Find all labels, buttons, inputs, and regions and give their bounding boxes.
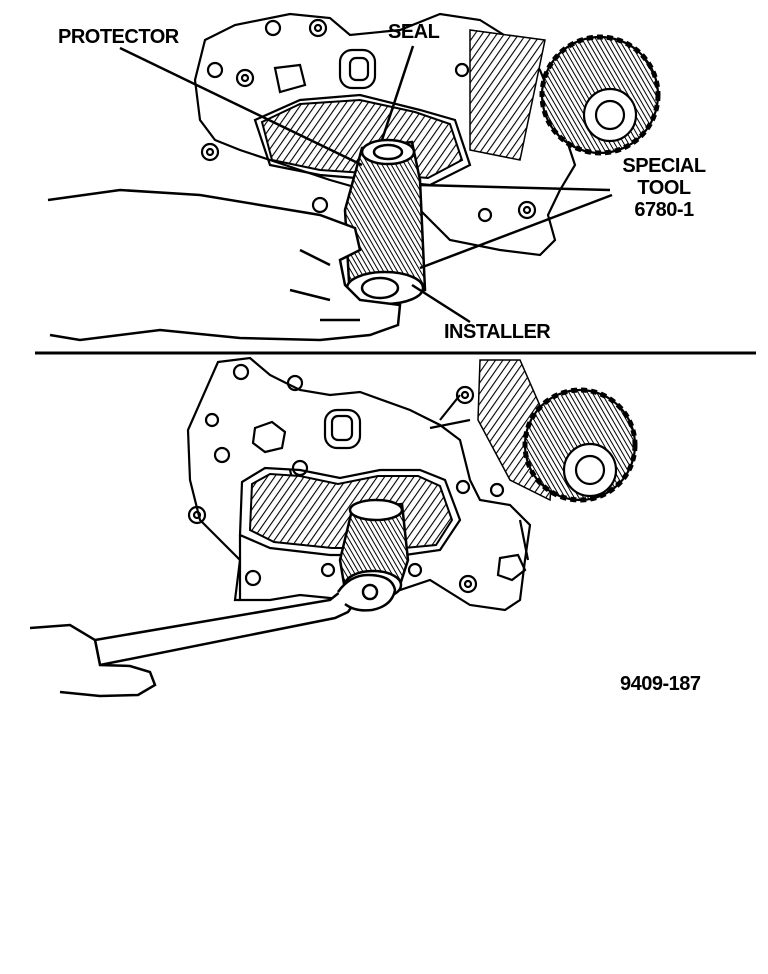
- protector-leader: [119, 46, 363, 167]
- label-protector: PROTECTOR: [58, 26, 179, 48]
- top-hand: [47, 188, 402, 342]
- top-leader-lines: [119, 45, 613, 324]
- seal-leader: [380, 45, 415, 141]
- top-sprocket-gear: [539, 34, 661, 156]
- label-special-tool-line2: TOOL: [637, 177, 691, 199]
- label-installer: INSTALLER: [444, 321, 551, 343]
- special-tool-leader-upper: [419, 183, 611, 192]
- label-special-tool-line1: SPECIAL: [622, 155, 706, 177]
- top-installer-tool: [343, 138, 427, 306]
- bottom-hand: [29, 623, 157, 698]
- installer-leader: [411, 283, 471, 324]
- top-belt: [469, 29, 546, 161]
- label-seal: SEAL: [388, 21, 440, 43]
- special-tool-leader-lower: [419, 193, 613, 270]
- bottom-wrench: [93, 573, 397, 667]
- figure-number: 9409-187: [620, 673, 701, 695]
- label-special-tool-line3: 6780-1: [634, 199, 694, 221]
- label-special-tool: SPECIAL TOOL 6780-1: [616, 155, 712, 221]
- bottom-sprocket-gear: [522, 387, 638, 503]
